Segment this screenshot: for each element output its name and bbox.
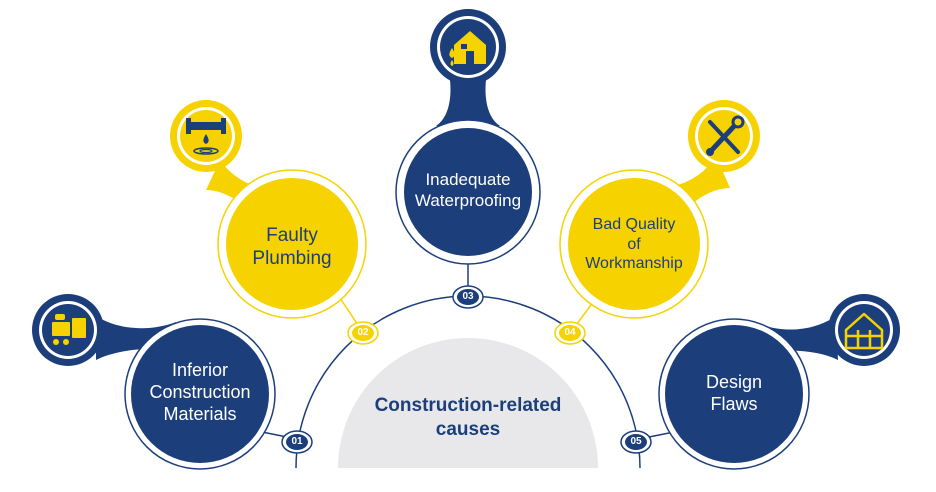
wrench-screwdriver-icon [706,115,745,156]
center-dome [338,338,598,468]
item-04-label: Bad Quality of Workmanship [574,215,694,274]
item-04-label-line3: Workmanship [585,255,683,273]
item-01-circle [131,325,269,463]
badge-02 [347,321,379,345]
item-03-label-line1: Inadequate [425,170,511,189]
item-02-circle [226,178,358,310]
item-01-label-line1: Inferior [171,360,229,380]
house-frame-icon [844,312,884,350]
item-05-label: Design Flaws [674,372,794,416]
item-02-label-line2: Plumbing [252,248,332,270]
item-01-label-line2: Construction [149,381,251,402]
item-02-label: Faulty Plumbing [232,224,352,270]
badge-05-number: 05 [630,436,642,447]
materials-cart-icon [52,314,86,345]
item-05-label-line1: Design [705,372,763,392]
item-04-label-line2: of [627,235,641,253]
center-title-line1: Construction-related [374,395,562,416]
badge-02-number: 02 [357,327,369,338]
item-05 [658,294,900,470]
center-title: Construction-related causes [330,394,606,442]
item-01-label: Inferior Construction Materials [136,360,264,426]
item-01-label-line3: Materials [163,403,237,424]
badge-04-number: 04 [564,327,576,338]
item-03 [395,9,541,265]
badge-03 [452,285,484,309]
item-05-circle [665,325,803,463]
badge-04 [554,321,586,345]
item-02-label-line1: Faulty [266,225,318,246]
item-01 [32,294,276,470]
badge-03-number: 03 [462,291,474,302]
leaking-house-icon [449,31,486,66]
item-04 [559,100,760,319]
badge-01-number: 01 [291,436,303,447]
item-02 [170,100,367,319]
item-03-connector-shape [436,80,500,126]
item-03-label-line2: Waterproofing [414,190,522,210]
item-05-label-line2: Flaws [710,393,758,414]
center-title-line2: causes [435,418,501,440]
item-04-circle [568,178,700,310]
item-04-label-line1: Bad Quality [592,216,676,233]
item-05-icon-inner [838,304,890,356]
badge-05 [620,430,652,454]
item-03-circle [404,128,532,256]
item-03-label: Inadequate Waterproofing [404,170,532,211]
badge-01 [281,430,313,454]
leaking-pipe-icon [186,118,226,155]
